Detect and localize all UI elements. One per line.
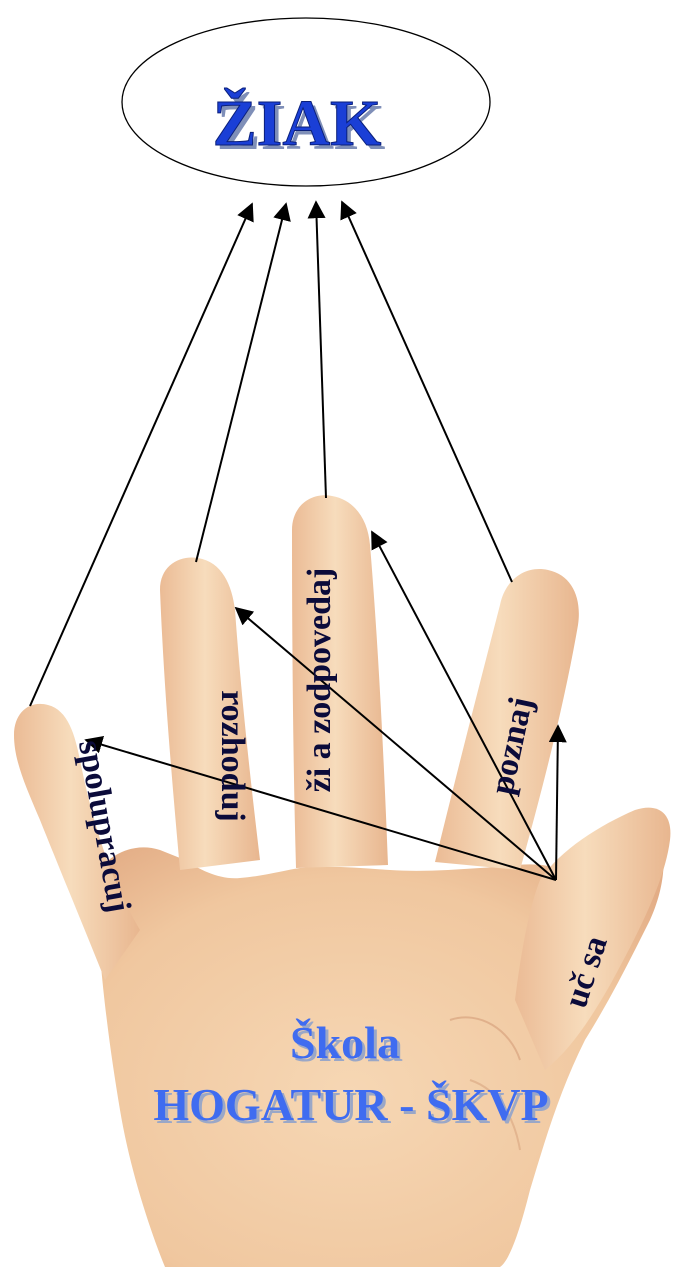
arrow-middle-to-title <box>316 202 326 498</box>
arrow-ring-to-title <box>196 204 286 562</box>
label-middle: ži a zodpovedaj <box>301 568 338 793</box>
school-line2: HOGATUR - ŠKVP <box>153 1079 548 1130</box>
title: ŽIAK <box>213 87 382 160</box>
arrow-index-to-title <box>342 202 512 582</box>
school-line1: Škola <box>290 1017 400 1068</box>
label-ring: rozhoduj <box>214 690 251 822</box>
upward-arrows <box>30 202 512 706</box>
arrow-thumb-to-index <box>556 726 558 880</box>
